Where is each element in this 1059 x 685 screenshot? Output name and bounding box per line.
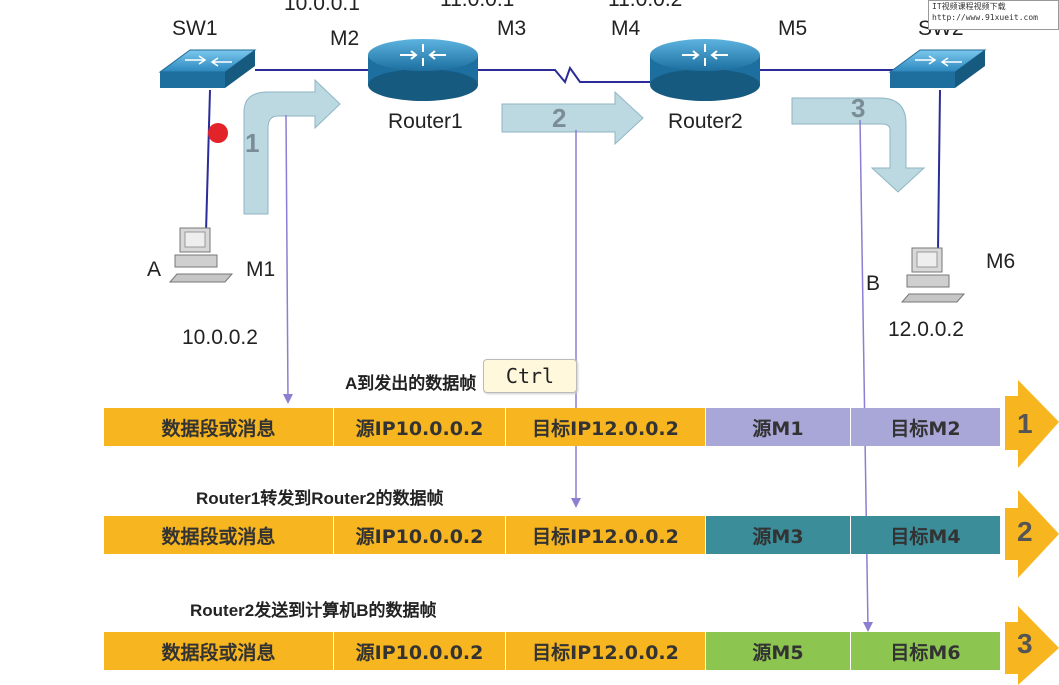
frame-2-src-ip: 源IP10.0.0.2 (334, 516, 506, 554)
pointer-line-3 (859, 119, 873, 632)
link-sw2-host-b (937, 89, 941, 251)
error-dot (208, 123, 228, 143)
frame-2-title: Router1转发到Router2的数据帧 (196, 489, 444, 508)
frame-1-src-ip: 源IP10.0.0.2 (334, 408, 506, 446)
m5-label: M5 (778, 17, 808, 40)
frame-1-dst-ip: 目标IP12.0.0.2 (506, 408, 706, 446)
frame-3-dst-ip: 目标IP12.0.0.2 (506, 632, 706, 670)
frame-2-dst-ip: 目标IP12.0.0.2 (506, 516, 706, 554)
ip-a-label: 10.0.0.2 (182, 326, 258, 349)
m1-label: M1 (246, 258, 276, 281)
ip-m3-label: 11.0.0.1 (440, 0, 514, 12)
frame-3-title: Router2发送到计算机B的数据帧 (190, 601, 437, 620)
frame-1-end-arrow (1005, 380, 1059, 468)
frame-3-dst-mac: 目标M6 (851, 632, 1001, 670)
frame-1-row: 数据段或消息 源IP10.0.0.2 目标IP12.0.0.2 源M1 目标M2 (104, 408, 1001, 446)
frame-3-row: 数据段或消息 源IP10.0.0.2 目标IP12.0.0.2 源M5 目标M6 (104, 632, 1001, 670)
router1-icon (368, 39, 478, 101)
router1-label: Router1 (388, 110, 463, 133)
watermark: IT视频课程视频下载 http://www.91xueit.com (928, 0, 1059, 30)
frame-1-dst-mac: 目标M2 (851, 408, 1001, 446)
sw1-label: SW1 (172, 17, 218, 40)
link-sw1-host-a (205, 89, 211, 233)
m3-label: M3 (497, 17, 527, 40)
switch-sw1-icon (158, 49, 257, 88)
frame-2-payload: 数据段或消息 (104, 516, 334, 554)
pointer-line-1 (283, 114, 293, 404)
frame-2-end-arrow (1005, 490, 1059, 578)
pointer-line-2 (571, 130, 581, 508)
computer-b-icon (900, 247, 966, 303)
ip-m4-label: 11.0.0.2 (608, 0, 682, 12)
flow-arrow-1 (243, 78, 341, 215)
frame-3-src-mac: 源M5 (706, 632, 851, 670)
frame-1-title: A到发出的数据帧 (345, 374, 477, 393)
step-2-number: 2 (552, 103, 567, 133)
frame-3-payload: 数据段或消息 (104, 632, 334, 670)
frame-1-src-mac: 源M1 (706, 408, 851, 446)
flow-arrow-2 (501, 90, 644, 146)
frame-2-row: 数据段或消息 源IP10.0.0.2 目标IP12.0.0.2 源M3 目标M4 (104, 516, 1001, 554)
m4-label: M4 (611, 17, 641, 40)
ctrl-key-tooltip: Ctrl (483, 359, 577, 393)
frame-1-payload: 数据段或消息 (104, 408, 334, 446)
computer-a-icon (168, 227, 234, 283)
step-1-number: 1 (245, 128, 260, 158)
frame-3-end-arrow (1005, 606, 1059, 685)
link-router1-router2-serial (475, 65, 652, 84)
frame-3-number: 3 (1017, 628, 1033, 659)
router2-icon (650, 39, 760, 101)
watermark-line2: http://www.91xueit.com (932, 13, 1038, 22)
ip-b-label: 12.0.0.2 (888, 318, 964, 341)
router2-label: Router2 (668, 110, 743, 133)
host-b-label: B (866, 272, 881, 295)
watermark-line1: IT视频课程视频下载 (932, 2, 1006, 11)
frame-2-src-mac: 源M3 (706, 516, 851, 554)
step-3-number: 3 (851, 93, 866, 123)
m6-label: M6 (986, 250, 1016, 273)
host-a-label: A (147, 258, 162, 281)
flow-arrow-3 (791, 97, 926, 193)
ip-m2-label: 10.0.0.1 (284, 0, 360, 15)
frame-2-dst-mac: 目标M4 (851, 516, 1001, 554)
frame-3-src-ip: 源IP10.0.0.2 (334, 632, 506, 670)
m2-label: M2 (330, 27, 360, 50)
switch-sw2-icon (888, 49, 987, 88)
frame-2-number: 2 (1017, 516, 1033, 547)
frame-1-number: 1 (1017, 408, 1033, 439)
